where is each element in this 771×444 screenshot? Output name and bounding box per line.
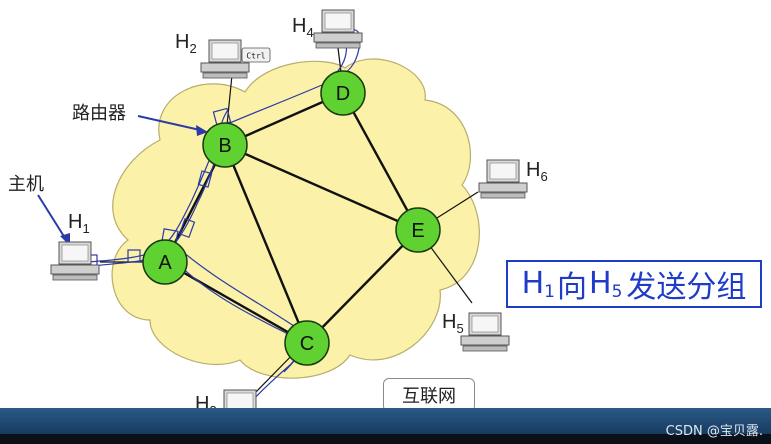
title-rest: 发送分组 — [626, 270, 747, 305]
host-label-h5: H5 — [442, 311, 464, 336]
router-e: E — [395, 207, 441, 253]
router-label-a: A — [158, 252, 172, 274]
title-box: H1 向 H5 发送分组 — [506, 260, 762, 308]
router-label: 路由器 — [72, 103, 126, 124]
router-node — [202, 122, 248, 168]
link-A-C — [164, 260, 308, 345]
router-label-e: E — [411, 220, 424, 242]
router-c: C — [284, 320, 330, 366]
link-B-E — [224, 143, 419, 232]
host-label: 主机 — [8, 174, 44, 195]
router-node — [142, 239, 188, 285]
internet-label: 互联网 — [383, 378, 475, 412]
host-label-h1: H1 — [68, 211, 90, 236]
ctrl-key-label: Ctrl — [246, 52, 265, 61]
title-to: 向 — [557, 270, 587, 305]
host-h4-computer-icon — [313, 9, 363, 49]
router-d: D — [320, 70, 366, 116]
title-h1: H1 — [521, 266, 555, 302]
router-node — [284, 320, 330, 366]
host-h1-computer-icon — [50, 241, 100, 281]
ctrl-key-icon: Ctrl — [241, 47, 271, 63]
routers: B D A E C — [142, 70, 441, 366]
router-label-d: D — [336, 83, 350, 105]
router-label-c: C — [300, 333, 314, 355]
link-D-E — [341, 92, 420, 231]
router-label-b: B — [218, 135, 231, 157]
host-h2-computer-icon — [200, 39, 250, 79]
router-node — [320, 70, 366, 116]
router-node — [395, 207, 441, 253]
host-h6-computer-icon — [478, 159, 528, 199]
router-a: A — [142, 239, 188, 285]
bottom-strip — [0, 434, 771, 444]
watermark: CSDN @宝贝露. — [665, 424, 763, 439]
host-label-h4: H4 — [292, 15, 314, 40]
title-h5: H5 — [589, 266, 623, 302]
host-label-h2: H2 — [175, 31, 197, 56]
link-C-E — [306, 229, 419, 344]
host-label-h6: H6 — [526, 159, 548, 184]
router-b: B — [202, 122, 248, 168]
link-B-C — [223, 144, 309, 344]
host-h5-computer-icon — [460, 312, 510, 352]
hosts: H1H2H3H4H5H6 — [50, 9, 548, 429]
arrows — [37, 115, 208, 246]
